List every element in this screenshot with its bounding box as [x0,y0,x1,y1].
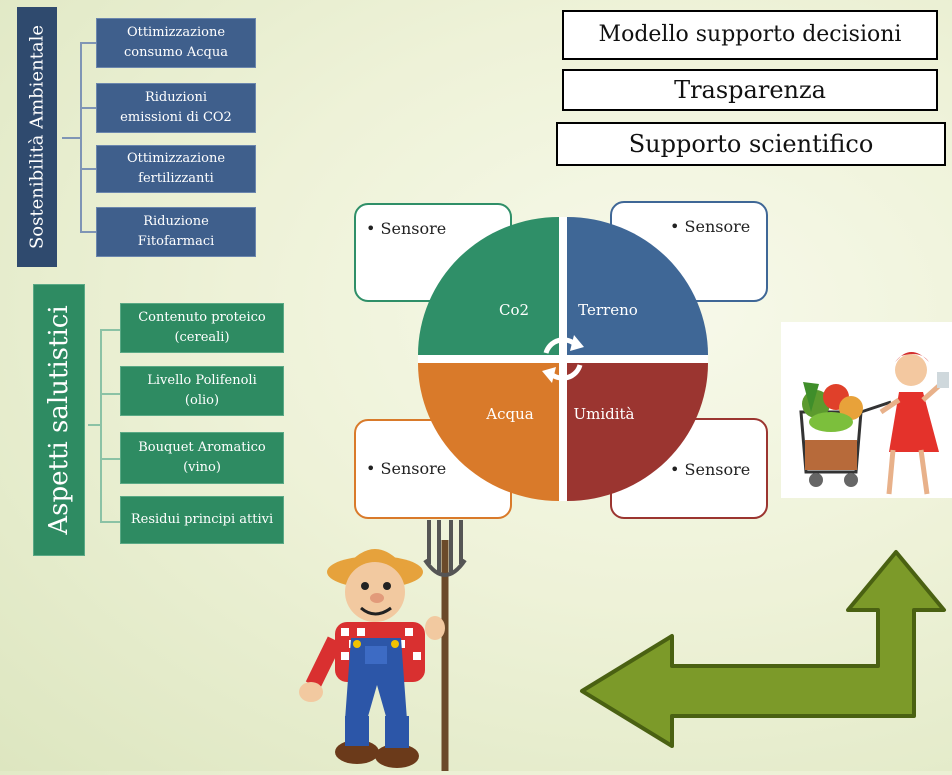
label-co2: Co2 [499,301,529,319]
sostenibilita-title: Sostenibilità Ambientale [26,24,48,250]
connector [88,424,102,426]
quadrant-co2 [418,217,559,355]
connector [62,137,82,139]
connector [80,42,96,44]
header-trasparenza: Trasparenza [562,69,938,111]
connector [80,231,96,233]
quadrant-acqua [418,363,559,501]
salutistici-title-bar: Aspetti salutistici [33,284,85,556]
salutistici-title: Aspetti salutistici [44,305,74,535]
header-modello: Modello supporto decisioni [562,10,938,60]
shopper-illustration [781,322,952,498]
farmer-illustration [295,520,480,771]
label-acqua: Acqua [485,405,533,423]
connector [100,329,102,523]
sostenibilita-title-bar: Sostenibilità Ambientale [17,7,57,267]
item-contenuto-proteico: Contenuto proteico(cereali) [120,303,284,353]
connector [100,329,120,331]
connector [100,393,120,395]
quadrant-umidita [567,363,708,501]
connector [100,458,120,460]
connector [100,521,120,523]
item-residui-principi: Residui principi attivi [120,496,284,544]
item-bouquet-aromatico: Bouquet Aromatico(vino) [120,432,284,484]
header-supporto: Supporto scientifico [556,122,946,166]
bent-arrow-icon [580,550,946,748]
connector [80,168,96,170]
cycle-diagram: Co2 Terreno Acqua Umidità [418,217,708,501]
item-livello-polifenoli: Livello Polifenoli(olio) [120,366,284,416]
label-umidita: Umidità [573,405,634,423]
label-terreno: Terreno [578,301,638,319]
connector [80,107,96,109]
quadrant-terreno [567,217,708,355]
